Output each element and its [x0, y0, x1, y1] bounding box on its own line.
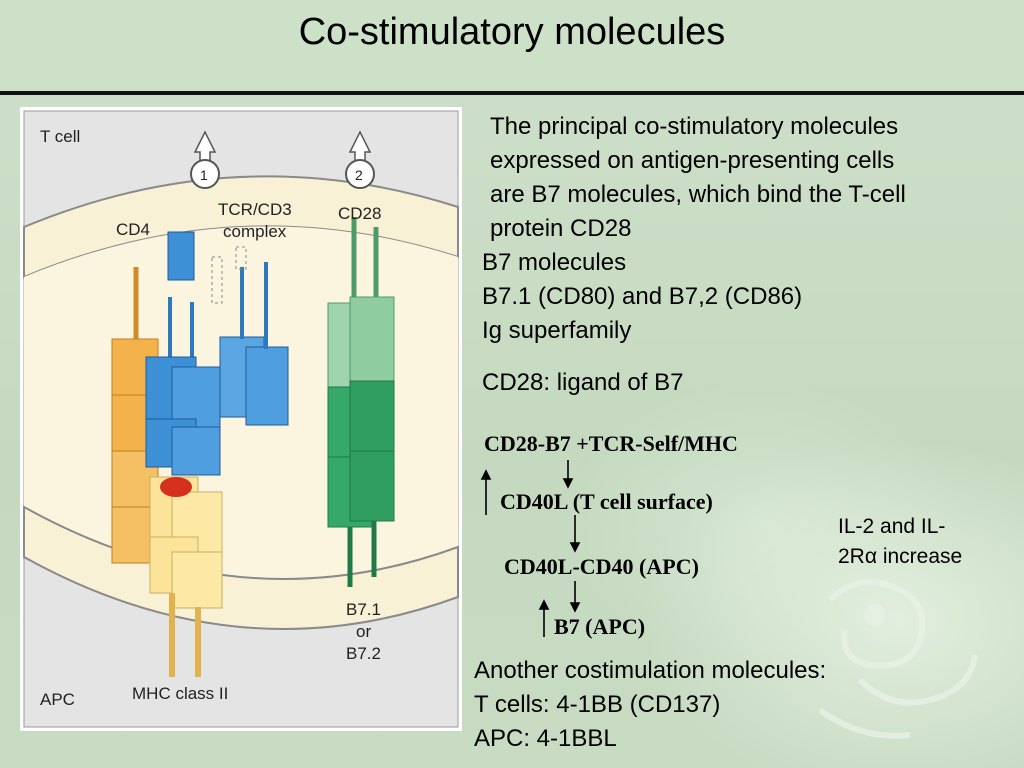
peptide [160, 477, 192, 497]
cd4-label: CD4 [116, 220, 150, 239]
il2-note-line-2: 2Rα increase [838, 545, 963, 568]
tcr-cd3-label-line2: complex [223, 222, 287, 241]
cascade-step-4: B7 (APC) [554, 614, 646, 639]
cd28-ligand-line: CD28: ligand of B7 [482, 369, 684, 396]
b7-label-line2: or [356, 622, 371, 641]
signal-2-label: 2 [355, 167, 363, 183]
mhc-class-ii-label: MHC class II [132, 684, 228, 703]
another-costim-heading: Another costimulation molecules: [474, 657, 827, 684]
signal-1-arrow [190, 130, 220, 189]
cd28-label: CD28 [338, 204, 381, 223]
signal-2-arrow [345, 130, 375, 189]
cascade-step-2: CD40L (T cell surface) [500, 489, 713, 514]
signal-1-label: 1 [200, 167, 208, 183]
il2-note-line-1: IL-2 and IL- [838, 515, 946, 538]
costimulation-diagram: T cell APC CD4 TCR/CD3 complex CD28 MHC … [20, 107, 462, 731]
intro-line-1: The principal co-stimulatory molecules [490, 113, 899, 140]
apc-label: APC [40, 690, 75, 709]
t-cells-4-1bb-line: T cells: 4-1BB (CD137) [474, 691, 721, 718]
intro-line-4: protein CD28 [490, 215, 632, 242]
cascade-step-1: CD28-B7 +TCR-Self/MHC [484, 431, 738, 456]
costimulation-illustration: T cell APC CD4 TCR/CD3 complex CD28 MHC … [20, 107, 462, 731]
decorative-dragon-motif [818, 579, 978, 739]
title-divider [0, 91, 1024, 95]
tcr-cd3-label-line1: TCR/CD3 [218, 200, 292, 219]
intro-line-2: expressed on antigen-presenting cells [490, 147, 895, 174]
cascade-step-3: CD40L-CD40 (APC) [504, 554, 699, 579]
b7-molecules-line: B7 molecules [482, 249, 627, 276]
apc-4-1bbl-line: APC: 4-1BBL [474, 725, 617, 752]
mhc-class-ii-molecule [149, 476, 223, 677]
t-cell-label: T cell [40, 127, 80, 146]
title-bar [0, 0, 1024, 92]
b7-label-line1: B7.1 [346, 600, 381, 619]
tcr-cd3-complex [145, 231, 289, 476]
slide-title: Co-stimulatory molecules [298, 11, 726, 53]
cascade-arrows [480, 460, 581, 637]
ig-superfamily-line: Ig superfamily [482, 317, 632, 344]
b7-label-line3: B7.2 [346, 644, 381, 663]
b7-subtypes-line: B7.1 (CD80) and B7,2 (CD86) [482, 283, 803, 310]
intro-line-3: are B7 molecules, which bind the T-cell [490, 181, 906, 208]
cd28-b7-pair [327, 217, 395, 587]
